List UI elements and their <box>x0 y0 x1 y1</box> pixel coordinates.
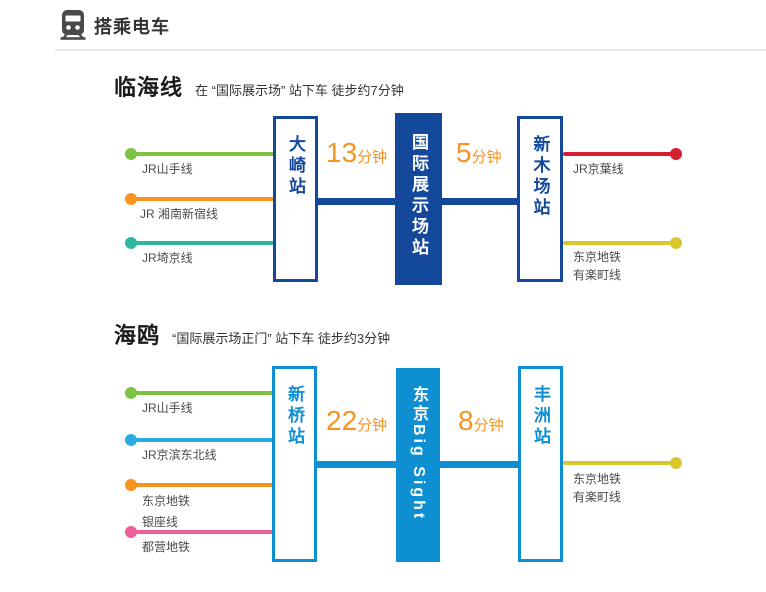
station-box-shin-kiba: 新木场站 <box>517 116 563 282</box>
rail-label: 都营地铁 <box>142 540 191 554</box>
train-icon <box>60 10 86 40</box>
station-name: 新桥站 <box>285 385 304 448</box>
rail-line <box>563 152 675 156</box>
station-box-kokusai-tenjijo: 国际展示场站 <box>395 113 442 285</box>
header-divider <box>55 49 766 51</box>
station-box-toyosu: 丰洲站 <box>518 366 563 562</box>
rail-label: 东京地铁 银座线 <box>142 494 191 529</box>
travel-time-unit: 分钟 <box>357 149 388 166</box>
line-endpoint-dot <box>670 237 682 249</box>
rail-line <box>131 152 274 156</box>
rail-label: JR京葉线 <box>573 162 624 176</box>
travel-time-unit: 分钟 <box>357 417 388 434</box>
station-name: 东京Big Sight <box>410 386 427 522</box>
rail-line <box>131 391 274 395</box>
travel-time-value: 5 <box>456 137 472 168</box>
rail-label: 东京地铁 有楽町线 <box>573 472 622 504</box>
station-name: 新木场站 <box>530 135 550 219</box>
rail-line <box>131 438 274 442</box>
rail-label: 东京地铁 有楽町线 <box>573 250 622 282</box>
page-title: 搭乘电车 <box>94 17 170 37</box>
section-title: 临海线 <box>114 75 184 100</box>
station-box-shimbashi: 新桥站 <box>272 366 317 562</box>
station-name: 大崎站 <box>286 135 305 198</box>
travel-time-value: 8 <box>458 405 474 436</box>
station-box-tokyo-big-sight: 东京Big Sight <box>396 368 440 562</box>
travel-time-value: 22 <box>326 405 358 436</box>
rail-label: JR山手线 <box>142 162 193 176</box>
rail-label: JR埼京线 <box>142 251 193 265</box>
section-subtitle: “国际展示场正门” 站下车 徒步约3分钟 <box>172 331 391 346</box>
travel-time-value: 13 <box>326 137 358 168</box>
rail-label: JR京滨东北线 <box>142 448 217 462</box>
section-subtitle: 在 “国际展示场” 站下车 徒步约7分钟 <box>195 83 404 98</box>
rail-label: JR山手线 <box>142 401 193 415</box>
rail-line <box>563 461 675 465</box>
rail-line <box>131 530 274 534</box>
station-box-osaki: 大崎站 <box>273 116 318 282</box>
rail-label: JR 湘南新宿线 <box>140 207 219 221</box>
station-name: 国际展示场站 <box>409 133 428 259</box>
travel-time-unit: 分钟 <box>473 417 504 434</box>
line-endpoint-dot <box>670 457 682 469</box>
rail-line <box>131 197 274 201</box>
section-yurikamome-heading: 海鸥 “国际展示场正门” 站下车 徒步约3分钟 <box>114 318 390 350</box>
rail-line <box>563 241 675 245</box>
rail-line <box>131 241 274 245</box>
rail-line <box>131 483 274 487</box>
travel-time-unit: 分钟 <box>471 149 502 166</box>
line-endpoint-dot <box>670 148 682 160</box>
section-rinkai-heading: 临海线 在 “国际展示场” 站下车 徒步约7分钟 <box>114 70 404 102</box>
section-title: 海鸥 <box>114 323 161 348</box>
station-name: 丰洲站 <box>531 385 550 448</box>
